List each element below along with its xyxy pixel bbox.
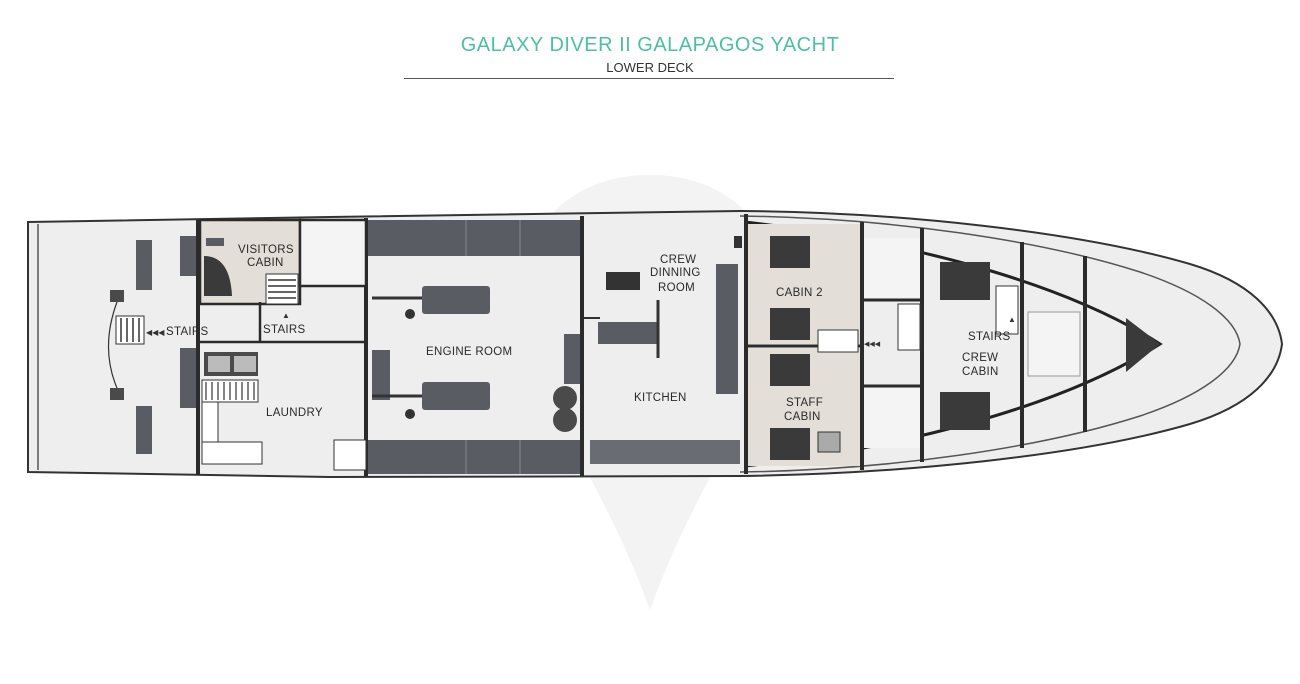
svg-text:▲: ▲ [1008, 315, 1016, 324]
label-visitors-cabin-2: CABIN [247, 257, 284, 269]
aft-stairs-icon [115, 315, 145, 345]
tank-icon [553, 386, 577, 410]
svg-text:◀◀◀: ◀◀◀ [864, 341, 881, 348]
engine-room-top-tanks [368, 220, 580, 256]
engine-bottom [372, 382, 490, 419]
bathroom [864, 388, 920, 448]
bathroom [864, 238, 920, 298]
bow-marker-icon [1126, 318, 1160, 372]
kitchen-stove-row [590, 440, 740, 464]
tank-icon [553, 408, 577, 432]
aft-seat-bottom [136, 406, 152, 454]
bed [770, 354, 810, 386]
dining-table [606, 272, 640, 290]
engine-room-bottom-tanks [368, 440, 580, 474]
aft-bench-low [180, 348, 196, 408]
label-crew-cabin-1: CREW [962, 352, 998, 364]
label-kitchen: KITCHEN [634, 392, 687, 404]
stairs-icon [265, 273, 299, 305]
label-engine-room: ENGINE ROOM [426, 346, 512, 358]
label-stairs-mid: STAIRS [263, 324, 306, 336]
label-visitors-cabin-1: VISITORS [238, 244, 294, 256]
label-crew-cabin-2: CABIN [962, 366, 999, 378]
label-staff-cabin-2: CABIN [784, 411, 821, 423]
label-crew-dining-2: DINNING [650, 267, 701, 279]
label-crew-dining-3: ROOM [658, 282, 695, 294]
bed [770, 236, 810, 268]
winch-icon [110, 290, 124, 302]
winch-icon [110, 388, 124, 400]
bed [770, 308, 810, 340]
aft-bench [180, 236, 196, 276]
dining-bench [716, 264, 738, 394]
title-divider [404, 78, 894, 79]
shelf [206, 238, 224, 246]
engine-top [372, 286, 490, 319]
arrow-up-icon: ▲ [282, 311, 290, 320]
deck-subtitle: LOWER DECK [606, 60, 694, 75]
label-crew-dining-1: CREW [660, 254, 696, 266]
page-title: GALAXY DIVER II GALAPAGOS YACHT [460, 34, 840, 56]
bed [770, 428, 810, 460]
bed [940, 262, 990, 300]
visitors-bed [204, 256, 232, 296]
arrow-icon: ◀◀◀ [146, 328, 165, 337]
aft-seat-top [136, 240, 152, 290]
hull-inner [37, 215, 1241, 473]
bed [940, 392, 990, 430]
label-stairs-fwd: STAIRS [968, 331, 1011, 343]
visitors-bathroom [298, 218, 368, 288]
label-laundry: LAUNDRY [266, 407, 323, 419]
label-staff-cabin-1: STAFF [786, 397, 823, 409]
kitchen-counter [598, 322, 658, 344]
label-stairs-aft: STAIRS [166, 326, 209, 338]
label-cabin-2: CABIN 2 [776, 287, 823, 299]
